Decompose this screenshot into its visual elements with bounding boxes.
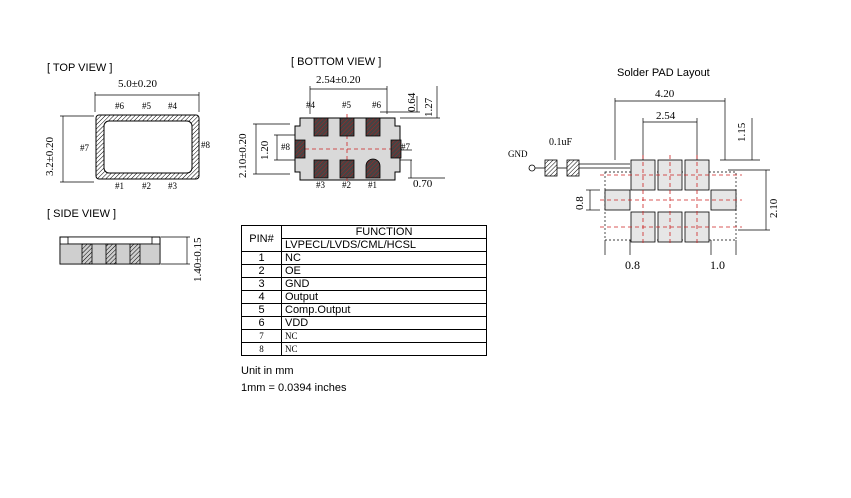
bottom-pad-dimension-c: 0.70 [413,178,433,190]
pin-function: VDD [281,316,487,330]
bottom-pin-label: #4 [306,100,315,110]
side-view-title: [ SIDE VIEW ] [47,208,117,220]
bottom-pitch-dimension: 2.54±0.20 [316,74,361,86]
conversion-note: 1mm = 0.0394 inches [241,382,347,394]
top-pin-label: #4 [168,101,177,111]
top-pin-label: #3 [168,181,177,191]
table-row: 5 Comp.Output [241,303,487,317]
solder-span-dimension: 2.10 [768,198,780,218]
bottom-pin-label: #3 [316,180,325,190]
pin-function: NC [281,251,487,265]
top-pin-label: #5 [142,101,151,111]
pin-number: 3 [241,277,282,291]
pin-function: OE [281,264,487,278]
gnd-label: GND [508,149,528,159]
pin-function: Output [281,290,487,304]
top-pin-label: #8 [201,140,210,150]
table-row: 3 GND [241,277,487,291]
top-pin-label: #7 [80,143,89,153]
table-header-subtitle: LVPECL/LVDS/CML/HCSL [281,238,487,252]
table-row: 2 OE [241,264,487,278]
pin-function: Comp.Output [281,303,487,317]
table-row: 8 NC [241,342,487,356]
pin-function: GND [281,277,487,291]
top-pin-label: #2 [142,181,151,191]
solder-pad-height-dimension: 0.8 [574,196,586,210]
pin-function: NC [281,329,487,343]
table-header-pin: PIN# [241,225,282,252]
solder-pad-title: Solder PAD Layout [617,67,710,79]
top-width-dimension: 5.0±0.20 [118,78,158,90]
pin-number: 2 [241,264,282,278]
bottom-pin-label: #2 [342,180,351,190]
bottom-pin-label: #5 [342,100,351,110]
table-header-function: FUNCTION [281,225,487,239]
bottom-pin-label: #6 [372,100,381,110]
table-row: 6 VDD [241,316,487,330]
solder-pad-width-dimension-2: 1.0 [710,258,725,272]
bottom-pin-label: #8 [281,142,290,152]
pin-number: 8 [241,342,282,356]
solder-height-dimension: 1.15 [736,122,748,142]
pin-function-table: PIN# FUNCTION LVPECL/LVDS/CML/HCSL 1 NC … [241,225,487,356]
pin-number: 7 [241,329,282,343]
pin-function: NC [281,342,487,356]
solder-pad-width-dimension: 0.8 [625,258,640,272]
table-row: 7 NC [241,329,487,343]
top-pin-label: #1 [115,181,124,191]
table-row: 1 NC [241,251,487,265]
table-row: 4 Output [241,290,487,304]
bottom-pin-label: #1 [368,180,377,190]
top-pin-label: #6 [115,101,124,111]
pin-number: 5 [241,303,282,317]
bottom-pin-label: #7 [401,142,410,152]
pin-number: 6 [241,316,282,330]
solder-total-dimension: 4.20 [655,88,675,100]
solder-pitch-dimension: 2.54 [656,110,676,122]
bottom-view-title: [ BOTTOM VIEW ] [291,56,382,68]
pin-number: 4 [241,290,282,304]
unit-note: Unit in mm [241,365,294,377]
top-view-title: [ TOP VIEW ] [47,62,113,74]
pin-number: 1 [241,251,282,265]
capacitor-label: 0.1uF [549,137,573,148]
